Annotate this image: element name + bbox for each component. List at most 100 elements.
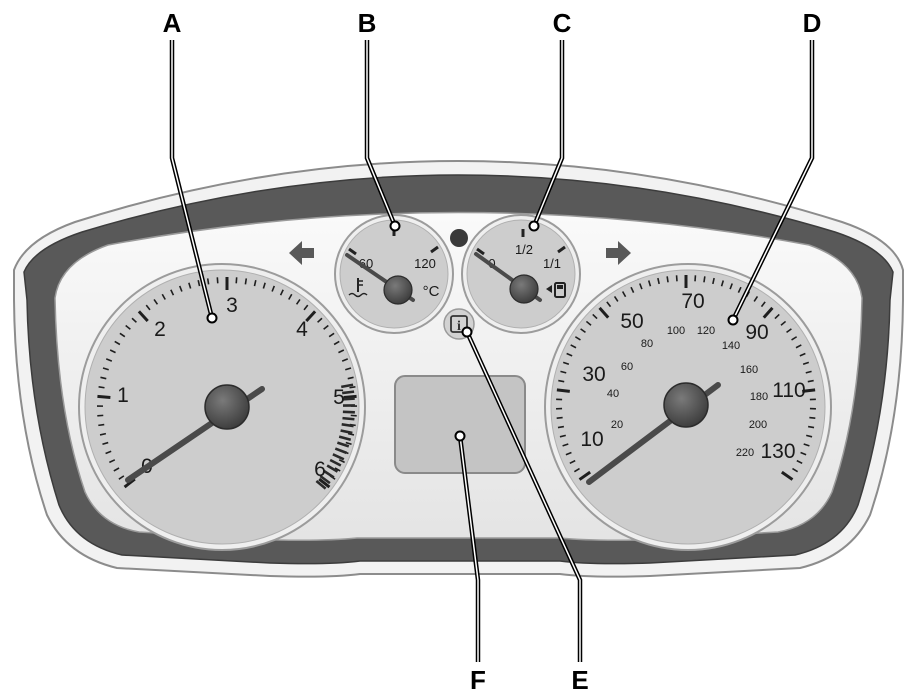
temp-tick-low [348,247,357,256]
tachometer-tick [197,280,201,287]
callout-b: B [358,8,377,38]
tachometer-red-zone-bar [323,469,335,479]
kmh-label-100: 100 [667,325,685,337]
tachometer-tick [271,285,276,292]
tachometer-tick [102,441,109,446]
callout-d: D [803,8,822,38]
tachometer-hub [204,384,250,430]
speedometer-tick [802,361,810,366]
tach-label-5: 5 [333,386,345,409]
speedometer-tick [792,467,799,473]
right-turn-arrow-icon [606,241,631,265]
kmh-label-200: 200 [749,419,767,431]
tachometer-red-zone-bar [329,458,342,467]
callout-f: F [470,665,486,695]
tachometer-red-zone-bar [315,479,327,490]
mph-label-50: 50 [620,310,643,333]
speedometer-tick [780,320,787,326]
speedometer-ticks [556,275,816,481]
tachometer-tick [338,349,345,354]
fuel-full-label: 1/1 [543,256,561,271]
tachometer-red-zone-bar [341,383,354,389]
kmh-label-120: 120 [697,325,715,337]
speedometer-tick [570,344,577,349]
speedometer-tick [712,277,715,285]
kmh-label-180: 180 [750,391,768,403]
tachometer-tick [123,477,136,489]
speedometer-tick [753,295,759,302]
tachometer-red-zone-bar [334,447,347,455]
speedometer-tick [565,451,572,456]
speedometer-tick [573,467,580,473]
tachometer-tick [345,441,352,446]
tachometer-tick [244,278,248,285]
leader-dot-c [528,220,540,232]
speedometer-tick [580,328,586,334]
speedometer-tick [574,336,581,341]
tachometer-tick [347,432,355,436]
speedometer: 10 30 50 70 90 110 130 20 40 60 80 100 1… [544,263,832,551]
info-lamp-symbol: i [457,319,461,334]
tachometer-tick [137,310,149,322]
speedometer-tick [647,280,652,287]
speedometer-tick [796,459,803,465]
mph-label-70: 70 [681,290,704,313]
speedometer-tick [805,370,812,374]
tachometer-tick [102,367,109,371]
fuel-tick-full [557,245,566,254]
speedometer-tick [774,313,780,320]
speedometer-tick [795,344,802,349]
speedometer-tick [737,286,742,293]
kmh-label-40: 40 [607,388,619,400]
fuel-tick-empty [476,247,485,256]
tachometer-red-zone-bar [319,474,331,485]
tachometer-ticks [96,277,358,489]
tachometer-tick [305,310,317,322]
tachometer-tick [318,477,331,489]
tachometer-tick [109,349,116,354]
temperature-hub [383,275,413,305]
speedometer-tick [562,443,569,447]
tachometer-tick [118,475,125,480]
tachometer-red-zone-bar [340,429,353,435]
tachometer: 0 1 2 3 4 5 6 [78,263,366,551]
speedometer-tick [760,301,766,308]
leader-lines [169,40,815,662]
speedometer-tick [562,361,570,366]
speedometer-tick [729,283,733,290]
tachometer-tick [295,298,301,305]
temp-unit-label: °C [423,283,440,300]
tachometer-tick [333,340,340,346]
speedometer-tick [806,434,813,438]
tachometer-red-zone-bar [342,416,355,421]
information-display [394,375,526,474]
speedometer-tick [786,328,792,334]
tachometer-red-zone-bar [342,410,355,414]
speedometer-tick [809,416,816,420]
tachometer-tick [145,304,151,311]
kmh-label-220: 220 [736,447,754,459]
tach-label-1: 1 [117,384,129,407]
tachometer-red-zone-bar [326,464,339,473]
mph-label-130: 130 [760,440,795,463]
tachometer-red-zone-bar [336,441,350,448]
tachometer-tick [341,358,349,362]
tachometer-tick [114,340,121,346]
tachometer-tick [317,317,323,323]
temperature-gauge: 60 120 °C [334,214,454,334]
tachometer-tick [98,386,105,389]
temp-tick-high [430,245,439,254]
leader-dot-f [454,430,466,442]
speedometer-tick [657,277,660,285]
mph-label-90: 90 [745,321,768,344]
speedometer-tick [720,280,725,287]
tach-label-4: 4 [296,318,308,341]
speedometer-tick [566,352,573,357]
tachometer-tick [279,289,284,296]
callout-e: E [571,665,588,695]
leader-dot-e [461,326,473,338]
fuel-hub [509,274,539,304]
tachometer-tick [161,293,166,300]
tachometer-tick [343,394,357,399]
tachometer-tick [328,332,335,338]
